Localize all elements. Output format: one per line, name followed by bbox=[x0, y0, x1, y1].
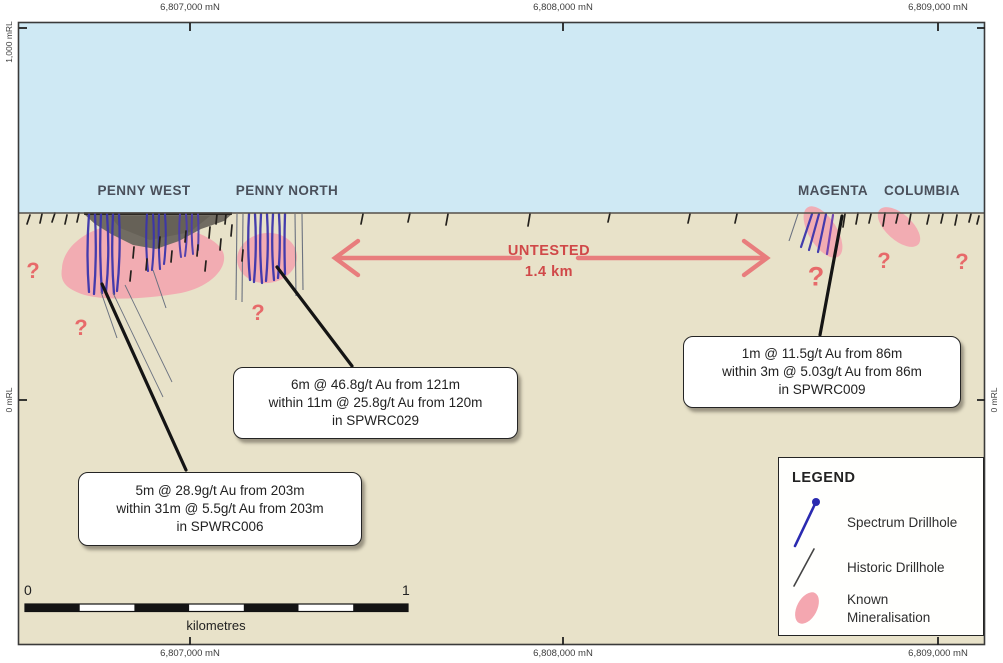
question-mark: ? bbox=[955, 249, 969, 274]
callout-line: 1m @ 11.5g/t Au from 86m bbox=[741, 346, 903, 362]
legend-title: LEGEND bbox=[792, 470, 856, 486]
legend: LEGEND Spectrum Drillhole Historic Drill… bbox=[778, 457, 984, 636]
axis-label-bottom-6809000: 6,809,000 mN bbox=[908, 648, 968, 659]
scale-unit: kilometres bbox=[186, 618, 246, 633]
label-columbia: COLUMBIA bbox=[884, 183, 960, 198]
axis-label-bottom-6808000: 6,808,000 mN bbox=[533, 648, 593, 659]
historic-drillhole-icon bbox=[793, 548, 815, 587]
label-penny-north: PENNY NORTH bbox=[235, 183, 339, 198]
axis-label-top-6807000: 6,807,000 mN bbox=[160, 2, 220, 13]
callout-spwrc006: 5m @ 28.9g/t Au from 203m within 31m @ 5… bbox=[78, 472, 362, 546]
known-mineralisation-icon bbox=[795, 592, 819, 624]
untested-label: UNTESTED bbox=[507, 243, 591, 259]
question-mark: ? bbox=[877, 248, 891, 273]
callout-line: 5m @ 28.9g/t Au from 203m bbox=[135, 483, 305, 499]
callout-line: 6m @ 46.8g/t Au from 121m bbox=[290, 377, 461, 393]
label-magenta: MAGENTA bbox=[797, 183, 869, 198]
question-mark: ? bbox=[74, 315, 88, 340]
callout-line: within 31m @ 5.5g/t Au from 203m bbox=[116, 501, 324, 517]
question-mark: ? bbox=[807, 261, 825, 292]
question-mark: ? bbox=[26, 258, 40, 283]
callout-line: in SPWRC006 bbox=[176, 518, 264, 534]
legend-label-historic: Historic Drillhole bbox=[847, 560, 945, 575]
spectrum-drillhole-icon bbox=[793, 498, 820, 548]
sky-region bbox=[19, 23, 984, 213]
untested-arrow bbox=[331, 238, 771, 278]
callout-spwrc009: 1m @ 11.5g/t Au from 86m within 3m @ 5.0… bbox=[683, 336, 961, 408]
axis-ticks bbox=[19, 23, 985, 645]
callout-line: in SPWRC009 bbox=[778, 381, 866, 397]
scale-start: 0 bbox=[24, 582, 32, 598]
axis-label-bottom-6807000: 6,807,000 mN bbox=[160, 648, 220, 659]
historic-drillholes bbox=[26, 212, 980, 282]
axis-label-right-0mrl: 0 mRL bbox=[989, 387, 999, 413]
callout-line: within 3m @ 5.03g/t Au from 86m bbox=[722, 364, 922, 380]
axis-label-left-1000mrl: 1,000 mRL bbox=[4, 21, 14, 63]
callout-spwrc029: 6m @ 46.8g/t Au from 121m within 11m @ 2… bbox=[233, 367, 518, 439]
axis-label-top-6809000: 6,809,000 mN bbox=[908, 2, 968, 13]
legend-label-spectrum: Spectrum Drillhole bbox=[847, 515, 958, 530]
axis-label-left-0mrl: 0 mRL bbox=[4, 387, 14, 413]
callout-leader-lines bbox=[100, 214, 844, 472]
axis-label-top-6808000: 6,808,000 mN bbox=[533, 2, 593, 13]
question-mark: ? bbox=[251, 300, 265, 325]
label-penny-west: PENNY WEST bbox=[97, 183, 191, 198]
callout-line: in SPWRC029 bbox=[331, 412, 420, 428]
callout-line: within 11m @ 25.8g/t Au from 120m bbox=[268, 395, 483, 411]
scale-end: 1 bbox=[402, 582, 410, 598]
legend-label-known: Known Mineralisation bbox=[847, 592, 931, 625]
untested-distance: 1.4 km bbox=[524, 264, 574, 280]
legend-symbols bbox=[793, 498, 820, 624]
scale-bar bbox=[24, 603, 409, 613]
map-frame bbox=[17, 21, 986, 646]
